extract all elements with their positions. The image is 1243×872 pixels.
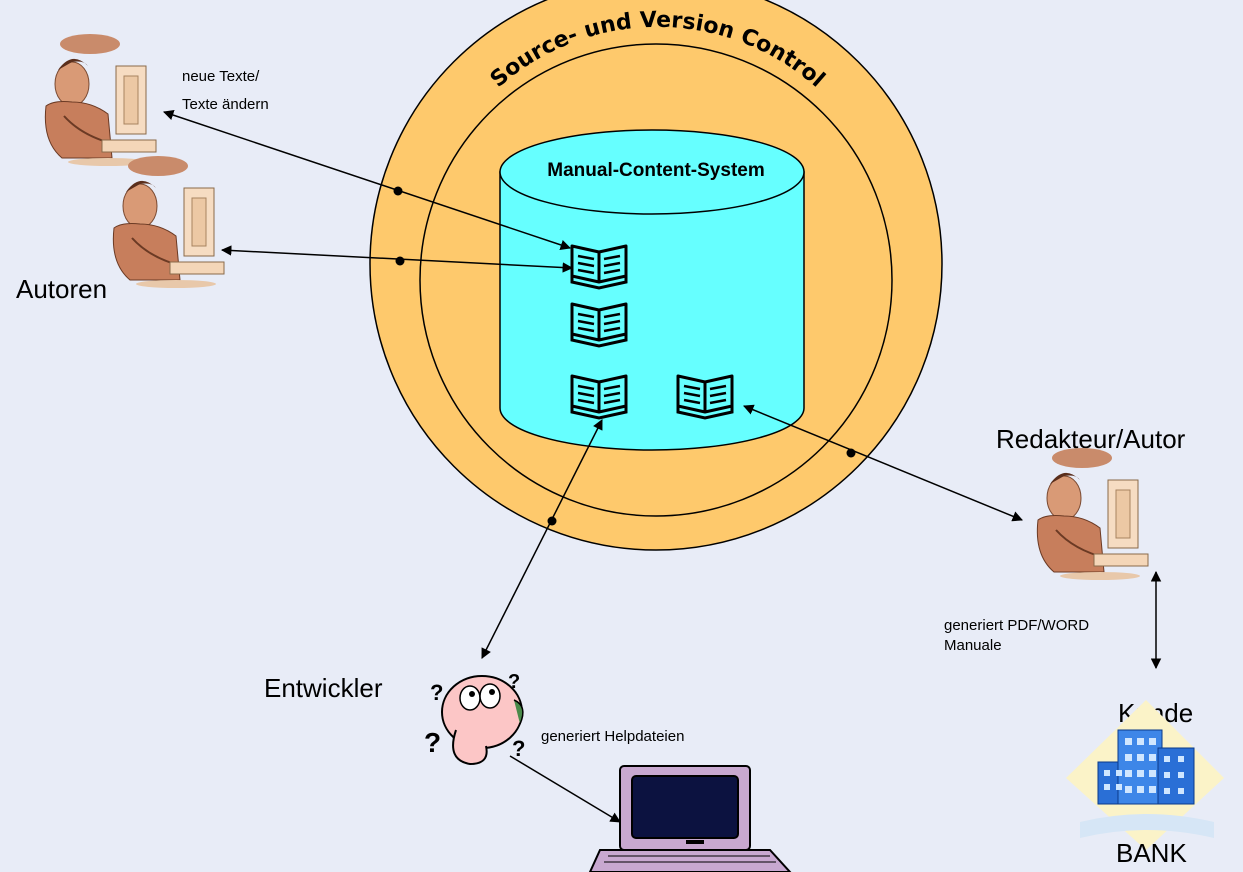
svg-text:?: ? [424,727,441,758]
svg-text:?: ? [430,680,443,705]
developer-label: Entwickler [264,673,383,703]
connector-developer-book [481,419,603,659]
ring-junction-dot [846,448,856,458]
connector-developer-computer [509,755,621,823]
authors-note-line1: neue Texte/ [182,68,260,85]
connector-author1-book [163,110,571,250]
connector-editor-book [743,404,1023,522]
ring-junction-dot [547,516,557,526]
bank-building-icon [1066,700,1224,850]
editor-note-line2: Manuale [944,637,1002,654]
computer-terminal-icon [588,765,792,872]
editor-note-line1: generiert PDF/WORD [944,617,1089,634]
developer-note: generiert Helpdateien [541,728,684,745]
cylinder-title: Manual-Content-System [547,160,764,181]
authors-note-line2: Texte ändern [182,96,269,113]
bank-label: BANK [1116,838,1187,868]
ring-junction-dot [393,186,403,196]
svg-text:?: ? [512,736,525,761]
ring-junction-dot [395,256,405,266]
confused-developer-icon: ? ? ? ? [424,671,525,766]
authors-label: Autoren [16,274,107,304]
